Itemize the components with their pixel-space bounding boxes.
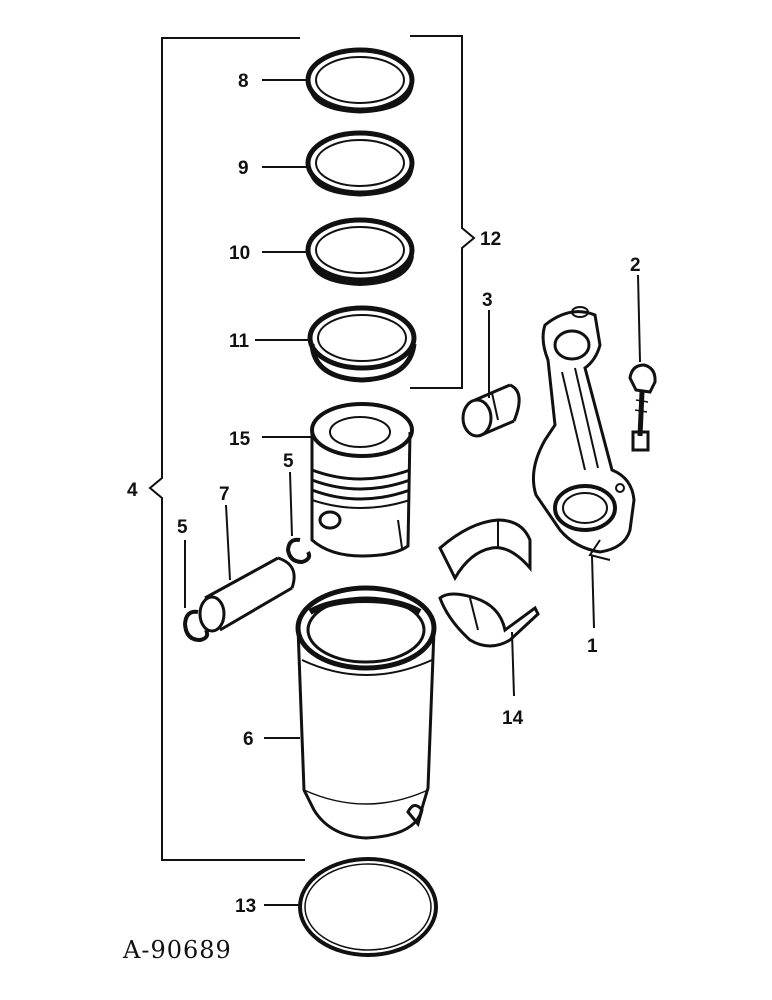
callout-4: 4 bbox=[127, 480, 138, 501]
callout-15: 15 bbox=[229, 429, 251, 450]
piston-ring-11 bbox=[307, 305, 417, 383]
cylinder-sleeve bbox=[295, 585, 437, 840]
callout-5-left: 5 bbox=[177, 517, 188, 538]
callout-11: 11 bbox=[229, 331, 250, 352]
piston-pin bbox=[198, 556, 296, 633]
callout-5-right: 5 bbox=[283, 451, 294, 472]
callout-10: 10 bbox=[229, 243, 250, 264]
piston-ring-8 bbox=[305, 47, 415, 114]
bolt bbox=[628, 363, 657, 452]
callout-14: 14 bbox=[502, 708, 524, 729]
callout-13: 13 bbox=[235, 896, 256, 917]
bearing-shell-lower bbox=[438, 592, 540, 648]
callout-7: 7 bbox=[219, 484, 230, 505]
callout-9: 9 bbox=[238, 158, 249, 179]
bracket-12 bbox=[410, 35, 476, 389]
callout-3: 3 bbox=[482, 290, 493, 311]
o-ring bbox=[298, 857, 438, 957]
piston-ring-9 bbox=[305, 130, 415, 197]
piston bbox=[310, 402, 414, 558]
bracket-4 bbox=[148, 37, 305, 861]
callout-labels: 8 9 10 11 12 15 4 5 7 5 6 13 3 2 1 14 bbox=[127, 71, 641, 917]
callout-2: 2 bbox=[630, 255, 641, 276]
bearing-shell-upper bbox=[438, 518, 532, 582]
snap-ring-left bbox=[182, 609, 210, 643]
callout-8: 8 bbox=[238, 71, 249, 92]
bushing bbox=[461, 383, 521, 438]
piston-ring-10 bbox=[305, 217, 415, 287]
callout-12: 12 bbox=[480, 229, 501, 250]
connecting-rod bbox=[532, 306, 636, 561]
snap-ring-right bbox=[285, 537, 312, 565]
figure-reference: A-90689 bbox=[122, 936, 232, 964]
callout-1: 1 bbox=[587, 636, 598, 657]
leader-lines bbox=[184, 79, 641, 906]
callout-6: 6 bbox=[243, 729, 254, 750]
